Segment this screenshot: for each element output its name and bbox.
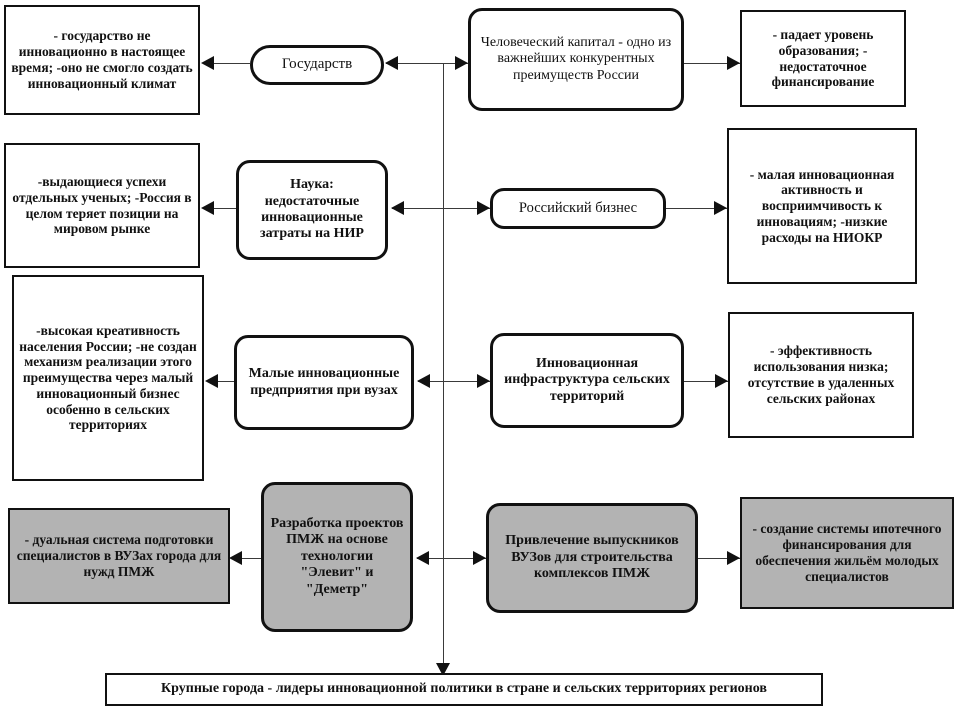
node-business-issues-label: - малая инновационная активность и воспр… — [749, 166, 895, 245]
connector-spine-to-state — [386, 63, 443, 64]
arrowhead-right-business-issues — [714, 201, 727, 215]
node-education-issues[interactable]: - падает уровень образования; - недостат… — [740, 10, 906, 107]
node-bottom-summary-label: Крупные города - лидеры инновационной по… — [161, 681, 767, 697]
connector-rural-to-efficiency — [684, 381, 728, 382]
node-human-capital-label: Человеческий капитал - одно из важнейших… — [480, 34, 672, 83]
arrowhead-left-small — [417, 374, 430, 388]
arrowhead-right-human-capital — [455, 56, 468, 70]
arrowhead-down-bottom-bar — [436, 663, 450, 676]
node-science-results-label: -выдающиеся успехи отдельных ученых; -Ро… — [12, 173, 192, 237]
connector-spine-to-small — [418, 381, 443, 382]
arrowhead-left-state-issues — [201, 56, 214, 70]
node-business[interactable]: Российский бизнес — [490, 188, 666, 229]
arrowhead-right-graduates — [473, 551, 486, 565]
node-efficiency-issues-label: - эффективность использования низка; отс… — [747, 343, 895, 406]
node-state-issues-label: - государство не инновационно в настояще… — [11, 28, 193, 91]
connector-human-capital-to-education — [684, 63, 740, 64]
connector-spine-to-business — [443, 208, 490, 209]
connector-spine-to-science — [392, 208, 443, 209]
connector-graduates-to-mortgage — [698, 558, 740, 559]
node-pmzh-projects[interactable]: Разработка проектов ПМЖ на основе технол… — [261, 482, 413, 632]
arrowhead-left-pmzh — [416, 551, 429, 565]
connector-central-spine — [443, 63, 444, 672]
connector-business-to-issues — [666, 208, 727, 209]
node-graduates[interactable]: Привлечение выпускников ВУЗов для строит… — [486, 503, 698, 613]
node-small-enterprises-label: Малые инновационные предприятия при вуза… — [248, 366, 400, 398]
node-business-issues[interactable]: - малая инновационная активность и воспр… — [727, 128, 917, 284]
node-creativity[interactable]: -высокая креативность населения России; … — [12, 275, 204, 481]
arrowhead-left-science — [391, 201, 404, 215]
node-pmzh-projects-label: Разработка проектов ПМЖ на основе технол… — [270, 516, 404, 597]
arrowhead-left-creativity — [205, 374, 218, 388]
node-small-enterprises[interactable]: Малые инновационные предприятия при вуза… — [234, 335, 414, 430]
node-science[interactable]: Наука: недостаточные инновационные затра… — [236, 160, 388, 260]
node-science-results[interactable]: -выдающиеся успехи отдельных ученых; -Ро… — [4, 143, 200, 268]
connector-state-to-issues — [206, 63, 250, 64]
node-dual-training[interactable]: - дуальная система подготовки специалист… — [8, 508, 230, 604]
node-human-capital[interactable]: Человеческий капитал - одно из важнейших… — [468, 8, 684, 111]
node-dual-training-label: - дуальная система подготовки специалист… — [16, 532, 222, 579]
node-efficiency-issues[interactable]: - эффективность использования низка; отс… — [728, 312, 914, 438]
connector-pmzh-to-dual — [234, 558, 261, 559]
node-rural-infrastructure-label: Инновационная инфраструктура сельских те… — [504, 355, 670, 404]
node-graduates-label: Привлечение выпускников ВУЗов для строит… — [505, 533, 679, 582]
node-rural-infrastructure[interactable]: Инновационная инфраструктура сельских те… — [490, 333, 684, 428]
connector-spine-to-rural — [443, 381, 490, 382]
arrowhead-right-education — [727, 56, 740, 70]
arrowhead-left-dual — [229, 551, 242, 565]
node-state-label: Государств — [281, 56, 353, 73]
arrowhead-left-science-results — [201, 201, 214, 215]
node-business-label: Российский бизнес — [518, 200, 638, 217]
node-education-issues-label: - падает уровень образования; - недостат… — [771, 26, 875, 90]
arrowhead-left-state — [385, 56, 398, 70]
node-state-issues[interactable]: - государство не инновационно в настояще… — [4, 5, 200, 115]
node-science-label: Наука: недостаточные инновационные затра… — [260, 177, 364, 242]
arrowhead-right-business — [477, 201, 490, 215]
arrowhead-right-efficiency — [715, 374, 728, 388]
node-mortgage[interactable]: - создание системы ипотечного финансиров… — [740, 497, 954, 609]
node-creativity-label: -высокая креативность населения России; … — [19, 322, 197, 433]
connector-science-to-results — [206, 208, 236, 209]
arrowhead-right-rural — [477, 374, 490, 388]
node-bottom-summary[interactable]: Крупные города - лидеры инновационной по… — [105, 673, 823, 706]
node-mortgage-label: - создание системы ипотечного финансиров… — [752, 521, 942, 584]
connector-spine-to-graduates — [443, 558, 486, 559]
arrowhead-right-mortgage — [727, 551, 740, 565]
node-state[interactable]: Государств — [250, 45, 384, 85]
connector-small-to-creativity — [208, 381, 234, 382]
connector-spine-to-pmzh — [417, 558, 443, 559]
